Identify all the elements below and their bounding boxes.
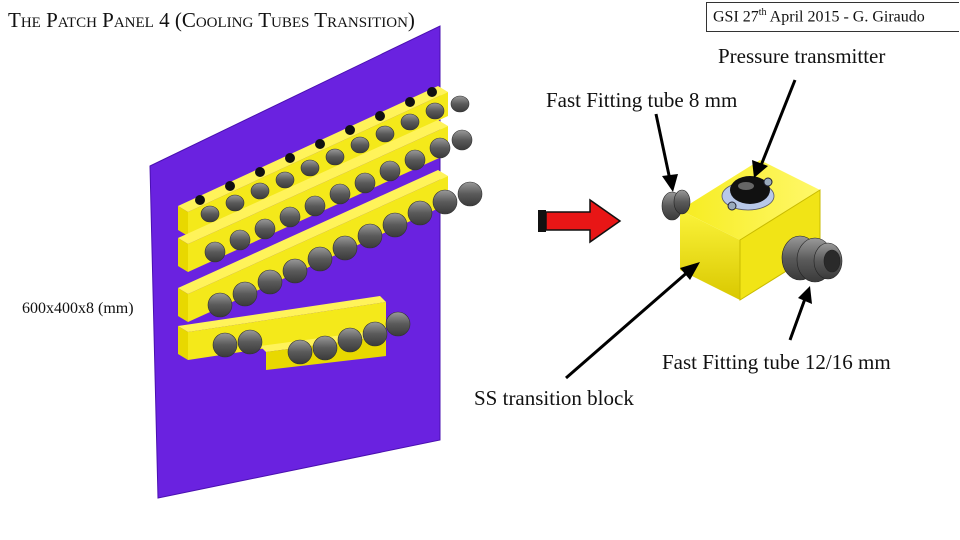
header-sup: th <box>758 7 767 18</box>
label-ss-block: SS transition block <box>474 386 634 410</box>
header-box: GSI 27th April 2015 - G. Giraudo <box>706 2 959 32</box>
panel-tubes <box>200 95 483 365</box>
slide-title: The Patch Panel 4 (Cooling Tubes Transit… <box>8 8 415 32</box>
fitting-8mm <box>661 189 691 221</box>
panel-screws <box>195 87 437 205</box>
label-dimensions: 600x400x8 (mm) <box>22 300 134 317</box>
header-text: GSI 27th April 2015 - G. Giraudo <box>713 7 925 26</box>
callout-arrows <box>565 79 812 380</box>
pressure-transmitter <box>721 176 775 211</box>
fitting-12-16mm <box>781 235 843 283</box>
label-fast-fitting-8: Fast Fitting tube 8 mm <box>546 88 738 112</box>
label-fast-fitting-12-16: Fast Fitting tube 12/16 mm <box>662 350 891 374</box>
direction-arrow <box>538 198 622 244</box>
header-suffix: April 2015 - G. Giraudo <box>766 8 925 26</box>
label-pressure-transmitter: Pressure transmitter <box>718 44 886 68</box>
header-prefix: GSI 27 <box>713 8 759 26</box>
